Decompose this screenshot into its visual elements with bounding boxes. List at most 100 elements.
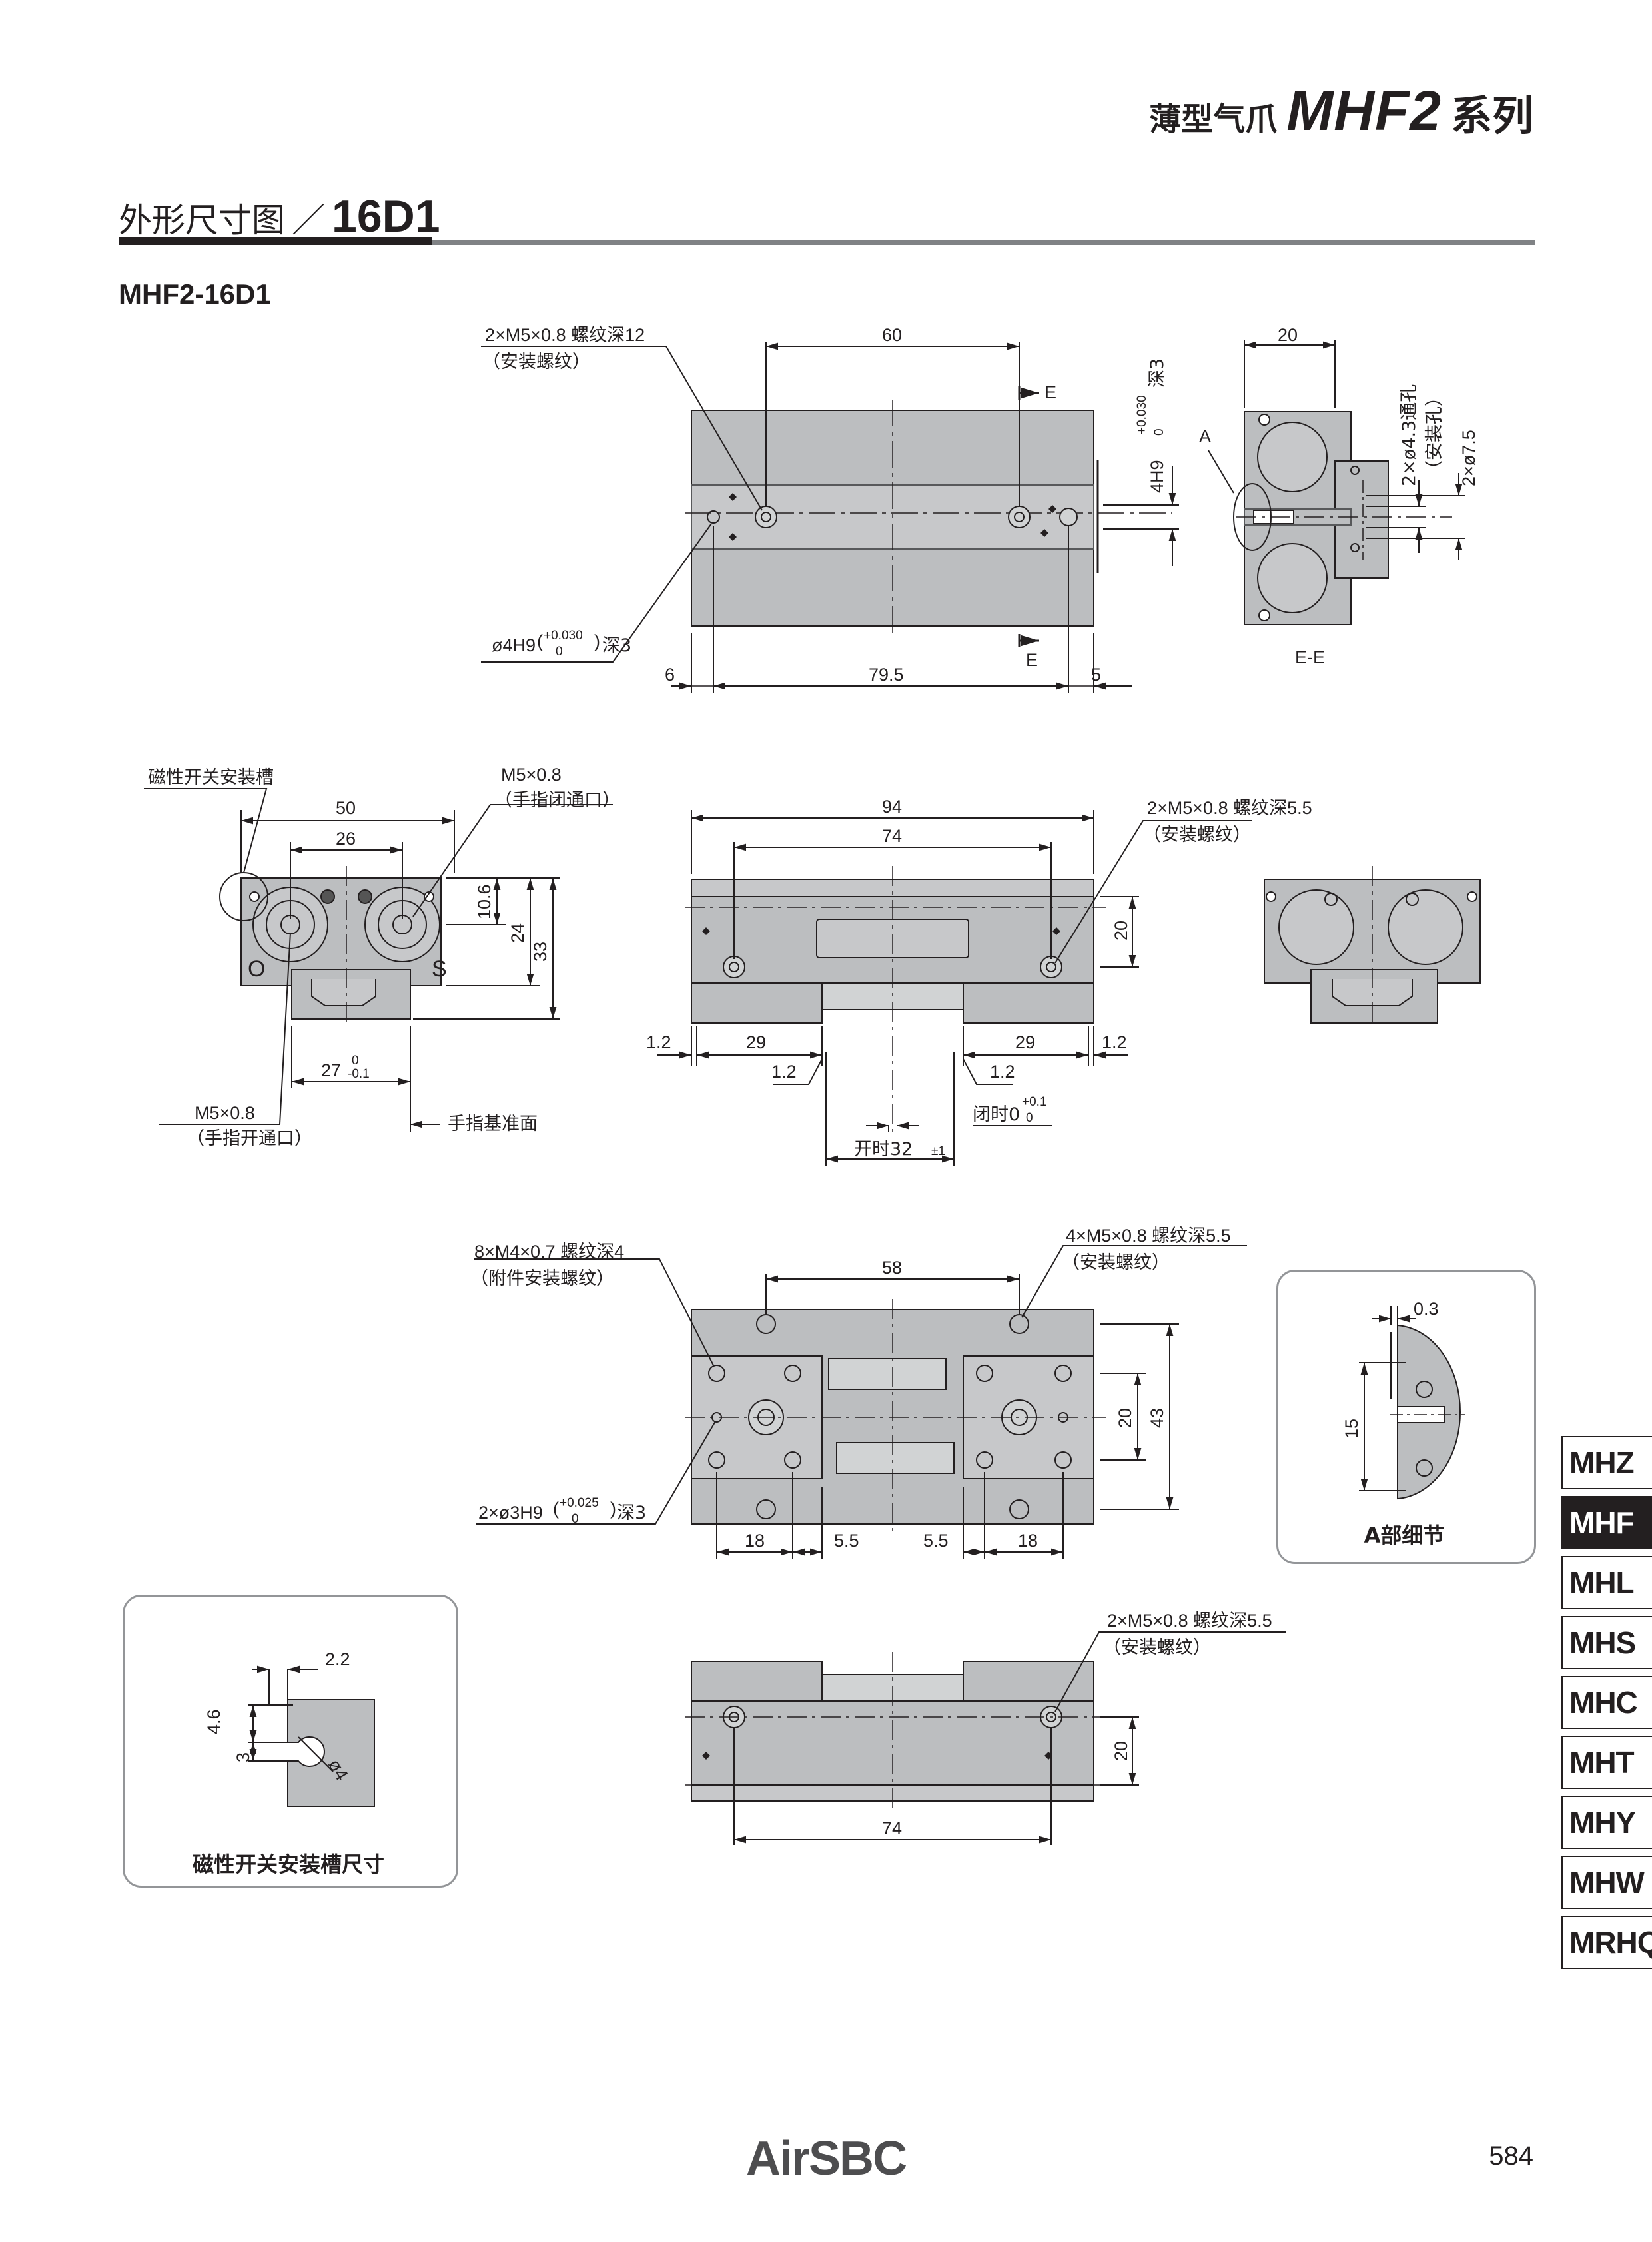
front-callout-mount-note: （安装螺纹） (1143, 825, 1251, 845)
bottom-callout-pin: 2×ø3H9 (478, 1503, 543, 1523)
end-callout-close-note: （手指闭通口） (494, 790, 620, 811)
tab-mht[interactable]: MHT (1561, 1736, 1652, 1789)
end-dim-26: 26 (336, 829, 356, 849)
end-dim-27: 27 (321, 1060, 341, 1080)
back-callout-mount: 2×M5×0.8 螺纹深5.5 (1107, 1611, 1272, 1631)
tab-mhy[interactable]: MHY (1561, 1796, 1652, 1849)
tab-mhc[interactable]: MHC (1561, 1676, 1652, 1729)
side-view (1264, 866, 1481, 1026)
top-dim-5: 5 (1091, 665, 1101, 685)
end-dim-10-6: 10.6 (474, 884, 494, 919)
back-callout-mount-note: （安装螺纹） (1103, 1637, 1211, 1658)
section-ee-labels: 20 A 2×ø4.3通孔 （安装孔） 2×ø7.5 E-E (1199, 325, 1479, 667)
front-dim-1-2-left: 1.2 (646, 1032, 671, 1052)
top-callout-pin: ø4H9 (492, 635, 536, 655)
ee-dim-20: 20 (1278, 325, 1298, 345)
detail-a-drawing (1359, 1306, 1465, 1500)
front-open-label: 开时32 (854, 1139, 913, 1160)
end-dim-24: 24 (508, 923, 528, 943)
top-slot-tol-lower: 0 (1152, 428, 1166, 436)
brand-logo: AirSBC (745, 2132, 907, 2185)
svg-text:(: ( (553, 1499, 559, 1519)
end-view (144, 788, 613, 1132)
front-open-tol: ±1 (931, 1144, 945, 1158)
front-dim-94: 94 (882, 797, 902, 817)
bottom-pin-tol-upper: +0.025 (560, 1496, 599, 1510)
series-prefix: 薄型气爪 (1149, 102, 1278, 137)
bottom-pin-tol-lower: 0 (572, 1512, 579, 1526)
bottom-dim-58: 58 (882, 1258, 902, 1278)
top-dim-79-5: 79.5 (869, 665, 904, 685)
bottom-dim-43: 43 (1147, 1408, 1167, 1428)
slot-dim-2-2: 2.2 (325, 1649, 350, 1669)
series-model: MHF2 (1286, 79, 1442, 142)
top-view (481, 342, 1179, 693)
section-separator: ／ (292, 202, 325, 239)
detail-a-labels: 0.3 15 (1342, 1299, 1439, 1439)
ee-caption: E-E (1295, 647, 1325, 667)
page-number: 584 (1489, 2141, 1533, 2171)
title-rule-thin (432, 240, 1535, 245)
detail-a-caption: A部细节 (1364, 1523, 1445, 1548)
end-ref-surface: 手指基准面 (448, 1114, 538, 1134)
top-pin-tol-lower: 0 (556, 645, 563, 659)
top-view-labels: 2×M5×0.8 螺纹深12 （安装螺纹） 60 E E ø4H9 ( +0.0… (482, 325, 1168, 685)
end-callout-switch: 磁性开关安装槽 (148, 767, 274, 788)
front-dim-1-2-inner-left: 1.2 (771, 1062, 797, 1082)
bottom-pin-depth: 深3 (617, 1503, 646, 1523)
end-view-labels: 磁性开关安装槽 M5×0.8 （手指闭通口） 50 26 10.6 24 33 … (148, 765, 620, 1149)
end-dim-50: 50 (336, 798, 356, 818)
detail-a-dim-15: 15 (1342, 1419, 1362, 1439)
end-dim-27-tol-lower: -0.1 (348, 1067, 370, 1081)
end-callout-open-note: （手指开通口） (187, 1128, 312, 1149)
front-dim-1-2-right: 1.2 (1102, 1032, 1127, 1052)
section-title-cn: 外形尺寸图 (119, 202, 285, 239)
bottom-dim-5-5-left: 5.5 (834, 1531, 859, 1551)
slot-dim-3: 3 (233, 1752, 253, 1762)
bottom-dim-5-5-right: 5.5 (923, 1531, 949, 1551)
bottom-callout-accessory-note: （附件安装螺纹） (470, 1268, 614, 1289)
bottom-callout-mount-note: （安装螺纹） (1062, 1252, 1170, 1273)
section-ee-view (1208, 340, 1465, 625)
end-callout-close-port: M5×0.8 (501, 765, 562, 785)
top-slot-tol-upper: +0.030 (1135, 395, 1149, 434)
front-dim-74: 74 (882, 826, 902, 846)
ee-hole-callout: 2×ø4.3通孔 (1399, 384, 1420, 486)
top-slot-depth: 深3 (1147, 358, 1168, 388)
tab-mrhq[interactable]: MRHQ (1561, 1916, 1652, 1969)
svg-text:): ) (610, 1499, 616, 1519)
back-dim-74: 74 (882, 1818, 902, 1838)
top-dim-60: 60 (882, 325, 902, 345)
front-dim-29-left: 29 (746, 1032, 766, 1052)
front-closed-label: 闭时0 (973, 1104, 1020, 1125)
detail-a-dim-0-3: 0.3 (1414, 1299, 1439, 1319)
bottom-callout-mount: 4×M5×0.8 螺纹深5.5 (1066, 1226, 1231, 1246)
title-rule-thick (119, 237, 432, 245)
end-port-s: S (432, 956, 447, 982)
front-view-labels: 94 74 20 2×M5×0.8 螺纹深5.5 （安装螺纹） 1.2 29 2… (646, 797, 1312, 1160)
tab-mhs[interactable]: MHS (1561, 1616, 1652, 1669)
tab-mhw[interactable]: MHW (1561, 1856, 1652, 1909)
bottom-dim-20: 20 (1115, 1408, 1135, 1428)
end-dim-27-tol-upper: 0 (352, 1054, 359, 1068)
tab-mhf[interactable]: MHF (1561, 1496, 1652, 1549)
bottom-view (474, 1245, 1247, 1559)
slot-detail-drawing (248, 1665, 375, 1807)
bottom-dim-18-left: 18 (745, 1531, 765, 1551)
front-closed-tol-upper: +0.1 (1022, 1095, 1047, 1109)
top-pin-paren-open: ( (537, 631, 543, 651)
ee-dim-d7-5: 2×ø7.5 (1459, 430, 1479, 486)
model-label: MHF2-16D1 (119, 278, 271, 310)
tab-mhz[interactable]: MHZ (1561, 1436, 1652, 1489)
front-dim-29-right: 29 (1015, 1032, 1035, 1052)
tab-mhl[interactable]: MHL (1561, 1556, 1652, 1609)
top-pin-paren-close: ) (594, 631, 600, 651)
top-callout-mount: 2×M5×0.8 螺纹深12 (485, 325, 645, 345)
bottom-callout-accessory: 8×M4×0.7 螺纹深4 (474, 1242, 624, 1262)
bottom-view-labels: 8×M4×0.7 螺纹深4 （附件安装螺纹） 4×M5×0.8 螺纹深5.5 （… (470, 1226, 1231, 1551)
end-dim-33: 33 (530, 942, 550, 962)
front-dim-1-2-inner-right: 1.2 (990, 1062, 1015, 1082)
back-view (685, 1631, 1286, 1845)
bottom-dim-18-right: 18 (1018, 1531, 1038, 1551)
